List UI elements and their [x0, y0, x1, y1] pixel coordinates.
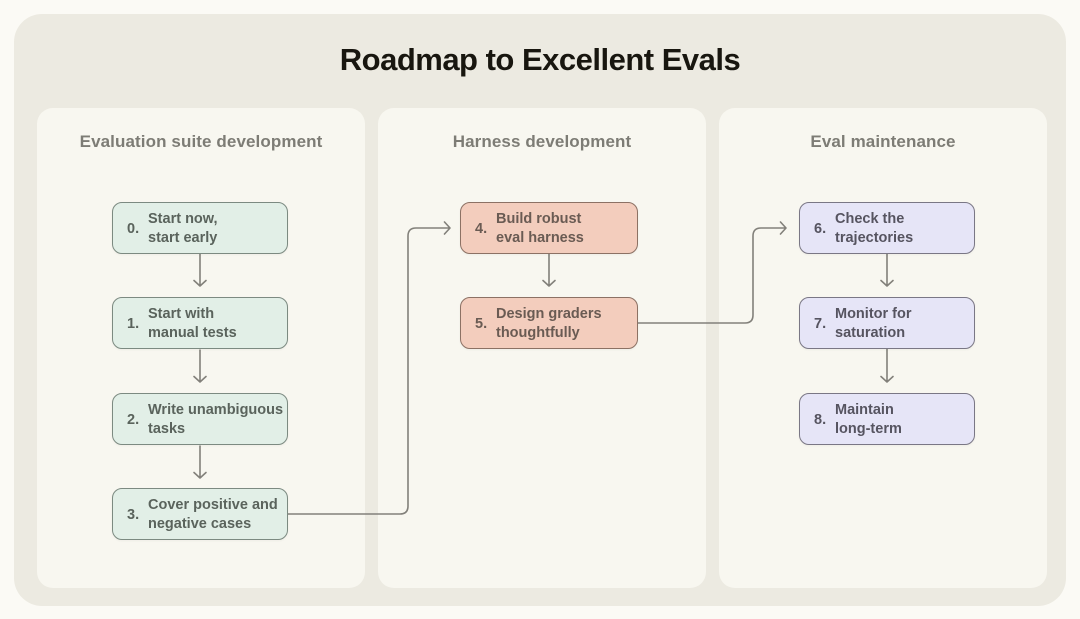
- step-text-line: Build robust: [496, 211, 582, 227]
- column-header-evaluation: Evaluation suite development: [79, 132, 323, 151]
- step-text-line: saturation: [835, 325, 906, 341]
- step-number: 3.: [127, 506, 140, 523]
- step-text-line: Start now,: [148, 211, 218, 227]
- step-number: 4.: [475, 220, 488, 237]
- step-text-line: trajectories: [835, 230, 914, 246]
- step-box-5: 5. Design graders thoughtfully: [460, 297, 638, 349]
- step-number: 6.: [814, 220, 827, 237]
- step-number: 1.: [127, 315, 140, 332]
- step-text-line: eval harness: [496, 230, 584, 246]
- step-text-line: tasks: [148, 421, 186, 437]
- page-title: Roadmap to Excellent Evals: [339, 42, 741, 77]
- step-box-2: 2. Write unambiguous tasks: [112, 393, 288, 445]
- step-text-line: Start with: [148, 306, 215, 322]
- step-text-line: Design graders: [496, 306, 602, 322]
- step-text-line: Check the: [835, 211, 905, 227]
- step-number: 2.: [127, 411, 140, 428]
- step-text-line: Write unambiguous: [148, 402, 284, 418]
- step-box-4: 4. Build robust eval harness: [460, 202, 638, 254]
- step-text-line: thoughtfully: [496, 325, 580, 341]
- step-box-3: 3. Cover positive and negative cases: [112, 488, 288, 540]
- step-number: 0.: [127, 220, 140, 237]
- step-box-8: 8. Maintain long-term: [799, 393, 975, 445]
- step-number: 8.: [814, 411, 827, 428]
- step-text-line: long-term: [835, 421, 902, 437]
- step-number: 7.: [814, 315, 827, 332]
- column-header-maintenance: Eval maintenance: [810, 132, 956, 151]
- step-box-7: 7. Monitor for saturation: [799, 297, 975, 349]
- step-box-1: 1. Start with manual tests: [112, 297, 288, 349]
- step-box-0: 0. Start now, start early: [112, 202, 288, 254]
- step-text-line: start early: [148, 230, 218, 246]
- step-text-line: Monitor for: [835, 306, 912, 322]
- step-box-6: 6. Check the trajectories: [799, 202, 975, 254]
- step-text-line: Cover positive and: [148, 497, 278, 513]
- step-text-line: manual tests: [148, 325, 237, 341]
- step-text-line: Maintain: [835, 402, 894, 418]
- column-header-harness: Harness development: [452, 132, 632, 151]
- step-text-line: negative cases: [148, 516, 252, 532]
- step-number: 5.: [475, 315, 488, 332]
